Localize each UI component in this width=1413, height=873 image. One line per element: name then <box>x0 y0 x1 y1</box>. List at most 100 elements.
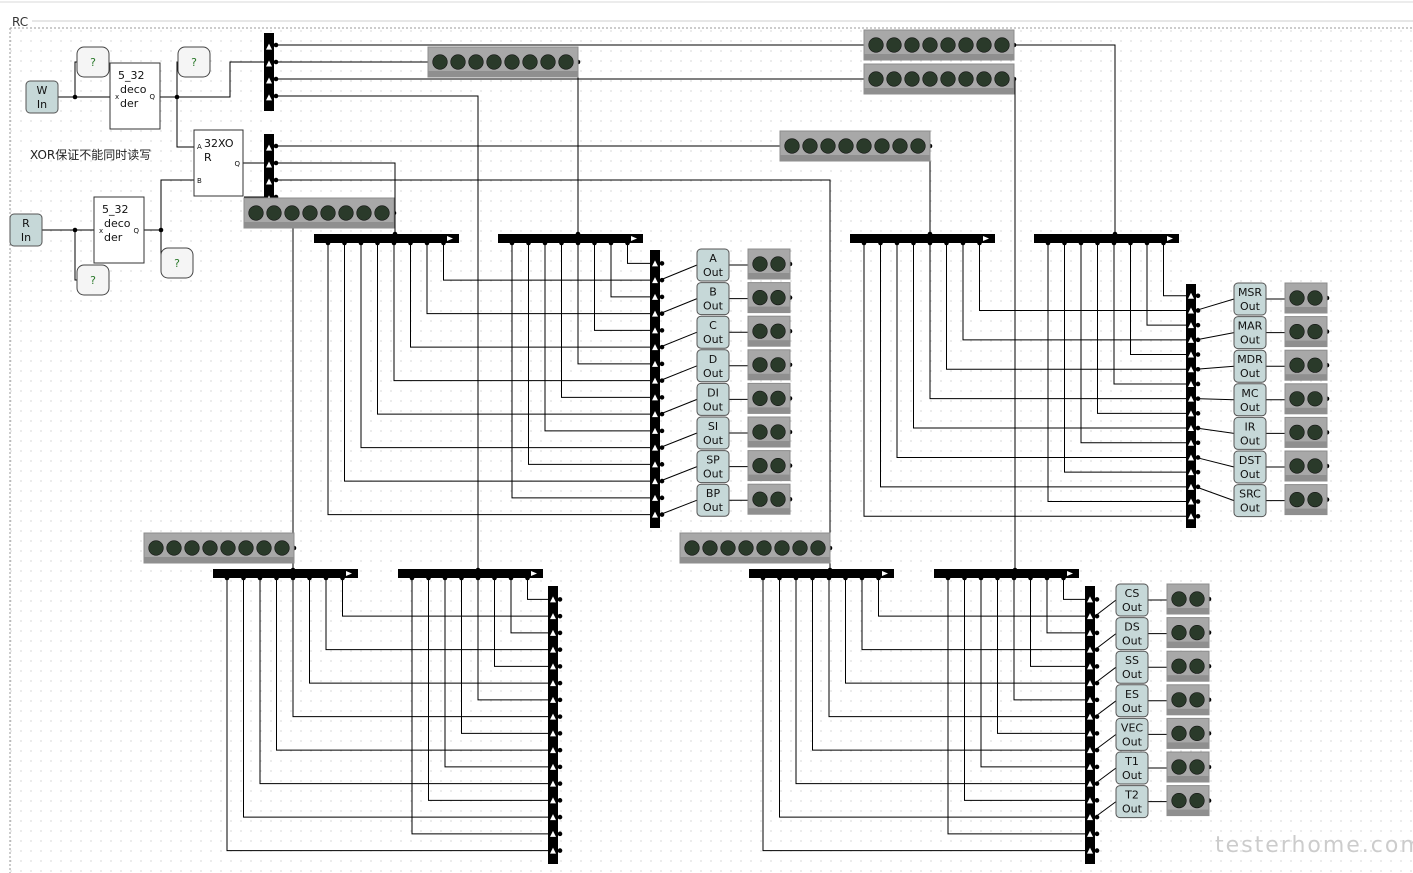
register-out-pin[interactable] <box>696 450 730 484</box>
register-out-pin[interactable] <box>696 248 730 282</box>
led-light <box>752 290 768 306</box>
r-in-pin[interactable] <box>9 213 43 247</box>
register-out-pin[interactable] <box>1233 450 1267 484</box>
register-out-pin[interactable] <box>1115 751 1149 785</box>
tristate-bar <box>1186 284 1196 528</box>
register-out-pin[interactable] <box>696 349 730 383</box>
tristate-arrow <box>1087 814 1093 821</box>
led-bank-shadow <box>748 508 790 515</box>
led-light <box>468 54 484 70</box>
tristate-arrow <box>1188 513 1194 520</box>
register-out-pin[interactable] <box>1115 583 1149 617</box>
register-out-pin[interactable] <box>1115 717 1149 751</box>
register-out-pin[interactable] <box>1115 785 1149 819</box>
register-out-pin[interactable] <box>1233 349 1267 383</box>
register-out-pin[interactable] <box>696 416 730 450</box>
junction-dot <box>659 328 665 333</box>
led-light <box>1307 290 1323 306</box>
wire <box>1113 243 1186 385</box>
wire <box>144 179 194 231</box>
register-out-pin[interactable] <box>1233 484 1267 518</box>
wire <box>1146 243 1186 326</box>
wire <box>243 578 548 818</box>
wire <box>1046 578 1085 634</box>
wire <box>276 578 548 751</box>
register-out-pin[interactable] <box>1115 684 1149 718</box>
pin-label-line1: T1 <box>1124 755 1139 768</box>
junction-dot <box>557 647 563 652</box>
register-out-pin[interactable] <box>696 315 730 349</box>
tristate-arrow <box>1087 797 1093 804</box>
junction-dot <box>1094 731 1100 736</box>
led-light <box>540 54 556 70</box>
wire <box>444 578 548 768</box>
tristate-arrow <box>1188 410 1194 417</box>
led-bank-shadow <box>428 71 578 77</box>
register-led <box>1284 450 1328 482</box>
splitter-bar <box>850 234 995 243</box>
register-out-pin[interactable] <box>696 282 730 316</box>
probe-box <box>177 46 211 78</box>
wire <box>659 398 698 415</box>
led-light <box>886 37 902 53</box>
wire <box>1094 733 1117 751</box>
pin-label-line1: BP <box>706 487 721 500</box>
wire <box>325 578 548 651</box>
register-out-pin[interactable] <box>696 382 730 416</box>
led-light <box>720 540 736 556</box>
register-out-pin[interactable] <box>1233 316 1267 350</box>
tristate-arrow <box>550 830 556 837</box>
pin-label-line2: Out <box>703 468 724 481</box>
wire <box>880 243 1186 488</box>
wire <box>342 578 548 617</box>
pin-label-line2: Out <box>703 367 724 380</box>
tristate-arrow <box>1188 322 1194 329</box>
junction-dot <box>1094 848 1100 853</box>
register-out-pin[interactable] <box>1233 416 1267 450</box>
tristate-bar <box>548 586 558 864</box>
splitter-arrow <box>1067 571 1073 576</box>
tristate-arrow <box>1087 696 1093 703</box>
led-light <box>922 71 938 87</box>
tristate-arrow <box>1188 498 1194 505</box>
wire <box>1094 666 1117 684</box>
register-out-pin[interactable] <box>1233 282 1267 316</box>
wire <box>1094 700 1117 718</box>
junction-dot <box>557 747 563 753</box>
probe-label: ? <box>191 56 197 69</box>
wire <box>610 243 650 298</box>
led-light <box>910 138 926 154</box>
led-light <box>320 205 336 221</box>
decoder-label: 5_32 <box>118 69 145 82</box>
w-in-pin[interactable] <box>25 80 59 114</box>
wire <box>946 243 1186 370</box>
register-out-pin[interactable] <box>696 483 730 517</box>
register-out-pin[interactable] <box>1233 383 1267 417</box>
register-out-pin[interactable] <box>1115 617 1149 651</box>
led-light <box>770 491 786 507</box>
wire <box>1047 243 1186 503</box>
junction-dot <box>557 597 563 602</box>
wire <box>962 243 1186 341</box>
led-light <box>486 54 502 70</box>
register-out-pin[interactable] <box>1115 650 1149 684</box>
led-light <box>356 205 372 221</box>
led-bank-shadow <box>1167 608 1209 614</box>
pin-label-line2: Out <box>1122 769 1143 782</box>
tristate-arrow <box>1087 747 1093 754</box>
junction-dot <box>557 613 563 619</box>
tristate-bar <box>650 250 660 528</box>
pin-label-line2: Out <box>1122 601 1143 614</box>
tristate-arrow <box>550 730 556 737</box>
led-light <box>202 540 218 556</box>
wire <box>1080 243 1186 444</box>
junction-dot <box>1094 597 1100 602</box>
pin-label-line2: Out <box>703 501 724 514</box>
wire <box>913 243 1186 429</box>
led-light <box>1307 324 1323 340</box>
pin-label-line1: MAR <box>1238 320 1263 333</box>
junction-dot <box>557 664 563 669</box>
pin-label-line1: B <box>709 286 717 299</box>
led-light <box>770 290 786 306</box>
